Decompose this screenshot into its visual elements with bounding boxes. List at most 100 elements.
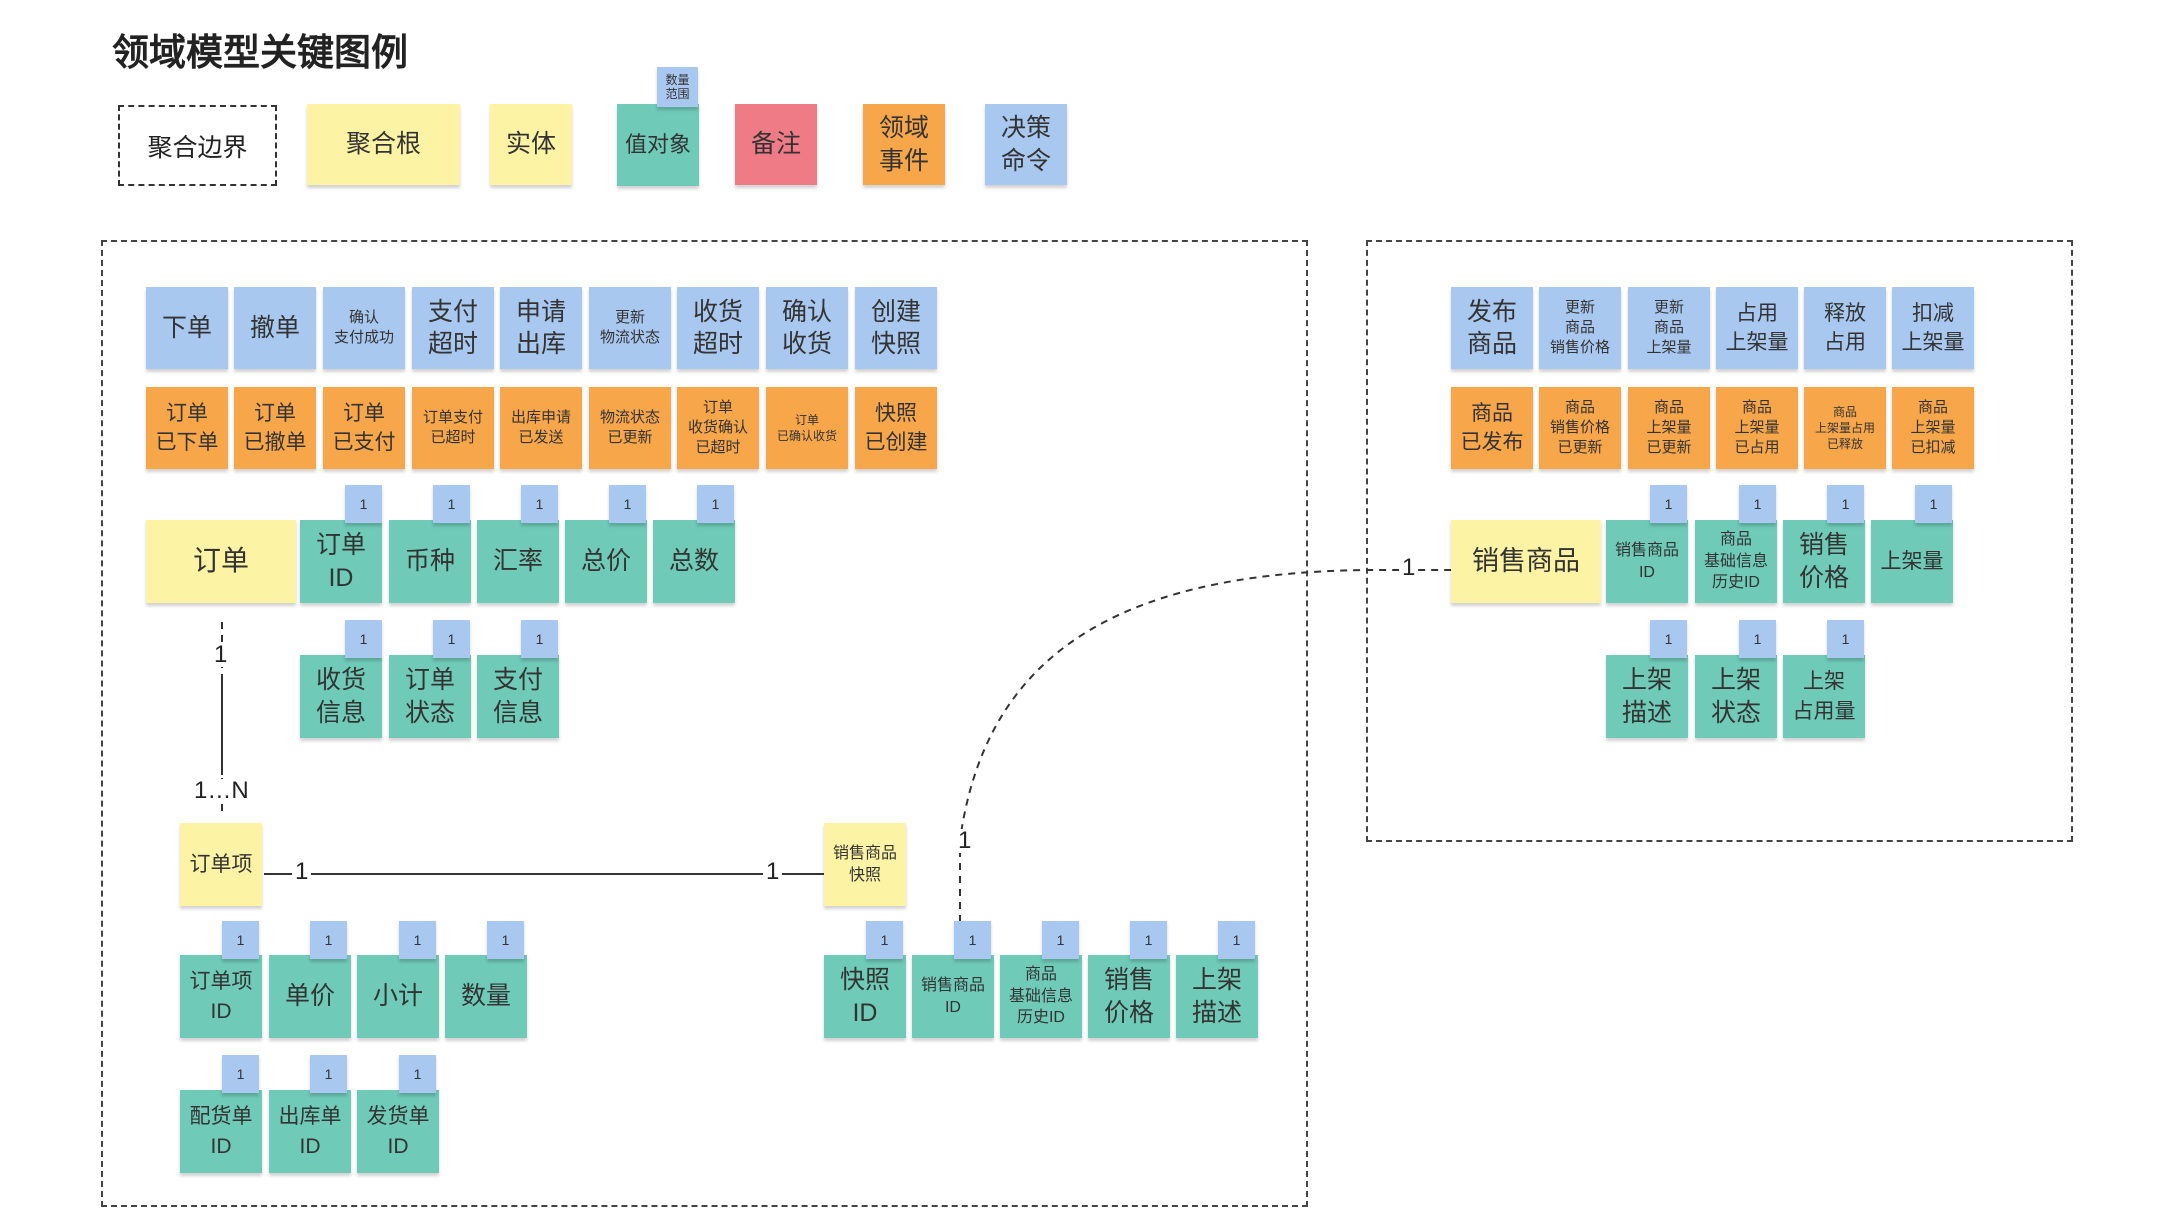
value-object-sticky: 商品 基础信息 历史ID <box>1000 955 1082 1038</box>
value-object-sticky: 小计 <box>357 955 439 1038</box>
aggregate-root-sales-product: 销售商品 <box>1451 520 1601 603</box>
value-object-sticky: 支付 信息 <box>477 655 559 738</box>
relation-label-snapshot-side: 1 <box>763 860 783 884</box>
value-count-badge: 1 <box>1827 620 1864 658</box>
value-count-badge: 1 <box>310 1055 347 1093</box>
value-object-sticky: 上架量 <box>1871 520 1953 603</box>
value-count-badge: 1 <box>866 921 903 959</box>
value-count-badge: 1 <box>433 620 470 658</box>
legend-aggregate-boundary: 聚合边界 <box>118 105 277 186</box>
command-sticky: 撤单 <box>234 287 316 369</box>
value-object-sticky: 订单 ID <box>300 520 382 603</box>
value-count-badge: 1 <box>310 921 347 959</box>
value-object-sticky: 订单 状态 <box>389 655 471 738</box>
legend-entity: 实体 <box>490 104 572 185</box>
product-aggregate-boundary <box>1366 240 2073 842</box>
value-object-sticky: 出库单 ID <box>269 1090 351 1173</box>
value-object-sticky: 上架 状态 <box>1695 655 1777 738</box>
legend-note: 备注 <box>735 104 817 185</box>
command-sticky: 申请 出库 <box>500 287 582 369</box>
value-count-badge: 1 <box>1739 485 1776 523</box>
legend-domain-event: 领域 事件 <box>863 104 945 185</box>
value-object-sticky: 上架 描述 <box>1176 955 1258 1038</box>
value-count-badge: 1 <box>609 485 646 523</box>
relation-label-item-side: 1 <box>292 860 312 884</box>
domain-event-sticky: 订单 收货确认 已超时 <box>677 387 759 469</box>
value-count-badge: 1 <box>1650 485 1687 523</box>
command-sticky: 释放 占用 <box>1804 287 1886 369</box>
value-object-sticky: 汇率 <box>477 520 559 603</box>
entity-sales-product-snapshot: 销售商品 快照 <box>824 823 906 906</box>
value-count-badge: 1 <box>1218 921 1255 959</box>
legend-command: 决策 命令 <box>985 104 1067 185</box>
value-object-sticky: 收货 信息 <box>300 655 382 738</box>
order-aggregate-boundary <box>101 240 1308 1207</box>
relation-label-snapshot-to-product: 1 <box>955 829 975 853</box>
domain-event-sticky: 商品 销售价格 已更新 <box>1539 387 1621 469</box>
domain-event-sticky: 快照 已创建 <box>855 387 937 469</box>
command-sticky: 发布 商品 <box>1451 287 1533 369</box>
value-count-badge: 1 <box>1130 921 1167 959</box>
relation-label-order-side: 1 <box>211 643 231 667</box>
value-count-badge: 1 <box>399 921 436 959</box>
value-object-sticky: 上架 占用量 <box>1783 655 1865 738</box>
domain-event-sticky: 订单 已下单 <box>146 387 228 469</box>
domain-event-sticky: 物流状态 已更新 <box>589 387 671 469</box>
value-count-badge: 1 <box>521 485 558 523</box>
value-object-sticky: 销售 价格 <box>1088 955 1170 1038</box>
command-sticky: 收货 超时 <box>677 287 759 369</box>
value-object-sticky: 币种 <box>389 520 471 603</box>
value-count-badge: 1 <box>697 485 734 523</box>
value-count-badge: 1 <box>521 620 558 658</box>
value-count-badge: 1 <box>954 921 991 959</box>
domain-event-sticky: 商品 上架量占用 已释放 <box>1804 387 1886 469</box>
value-object-sticky: 销售商品 ID <box>1606 520 1688 603</box>
value-count-badge: 1 <box>487 921 524 959</box>
value-object-sticky: 配货单 ID <box>180 1090 262 1173</box>
legend-value-count-badge: 数量 范围 <box>657 67 698 107</box>
legend-aggregate-root: 聚合根 <box>307 104 460 185</box>
value-object-sticky: 销售商品 ID <box>912 955 994 1038</box>
command-sticky: 确认 支付成功 <box>323 287 405 369</box>
value-count-badge: 1 <box>1739 620 1776 658</box>
entity-order-item: 订单项 <box>180 823 262 906</box>
value-count-badge: 1 <box>1042 921 1079 959</box>
value-count-badge: 1 <box>345 485 382 523</box>
domain-event-sticky: 商品 已发布 <box>1451 387 1533 469</box>
value-object-sticky: 快照 ID <box>824 955 906 1038</box>
domain-event-sticky: 商品 上架量 已占用 <box>1716 387 1798 469</box>
value-count-badge: 1 <box>222 921 259 959</box>
command-sticky: 更新 商品 上架量 <box>1628 287 1710 369</box>
value-object-sticky: 总数 <box>653 520 735 603</box>
command-sticky: 支付 超时 <box>412 287 494 369</box>
domain-event-sticky: 订单 已确认收货 <box>766 387 848 469</box>
command-sticky: 下单 <box>146 287 228 369</box>
value-count-badge: 1 <box>433 485 470 523</box>
domain-event-sticky: 订单支付 已超时 <box>412 387 494 469</box>
legend-value-object: 值对象 <box>617 104 699 186</box>
value-count-badge: 1 <box>1915 485 1952 523</box>
command-sticky: 扣减 上架量 <box>1892 287 1974 369</box>
snapshot-product-relation-line <box>959 569 1460 935</box>
value-object-sticky: 销售 价格 <box>1783 520 1865 603</box>
value-count-badge: 1 <box>399 1055 436 1093</box>
value-object-sticky: 单价 <box>269 955 351 1038</box>
domain-event-sticky: 订单 已支付 <box>323 387 405 469</box>
value-object-sticky: 上架 描述 <box>1606 655 1688 738</box>
value-object-sticky: 订单项 ID <box>180 955 262 1038</box>
command-sticky: 更新 商品 销售价格 <box>1539 287 1621 369</box>
command-sticky: 确认 收货 <box>766 287 848 369</box>
domain-event-sticky: 商品 上架量 已扣减 <box>1892 387 1974 469</box>
value-object-sticky: 数量 <box>445 955 527 1038</box>
domain-event-sticky: 订单 已撤单 <box>234 387 316 469</box>
relation-label-product-side: 1 <box>1399 556 1419 580</box>
value-count-badge: 1 <box>345 620 382 658</box>
value-object-sticky: 商品 基础信息 历史ID <box>1695 520 1777 603</box>
value-count-badge: 1 <box>1827 485 1864 523</box>
relation-label-item-multiplicity: 1…N <box>191 779 252 803</box>
command-sticky: 占用 上架量 <box>1716 287 1798 369</box>
domain-event-sticky: 出库申请 已发送 <box>500 387 582 469</box>
value-object-sticky: 总价 <box>565 520 647 603</box>
command-sticky: 创建 快照 <box>855 287 937 369</box>
command-sticky: 更新 物流状态 <box>589 287 671 369</box>
